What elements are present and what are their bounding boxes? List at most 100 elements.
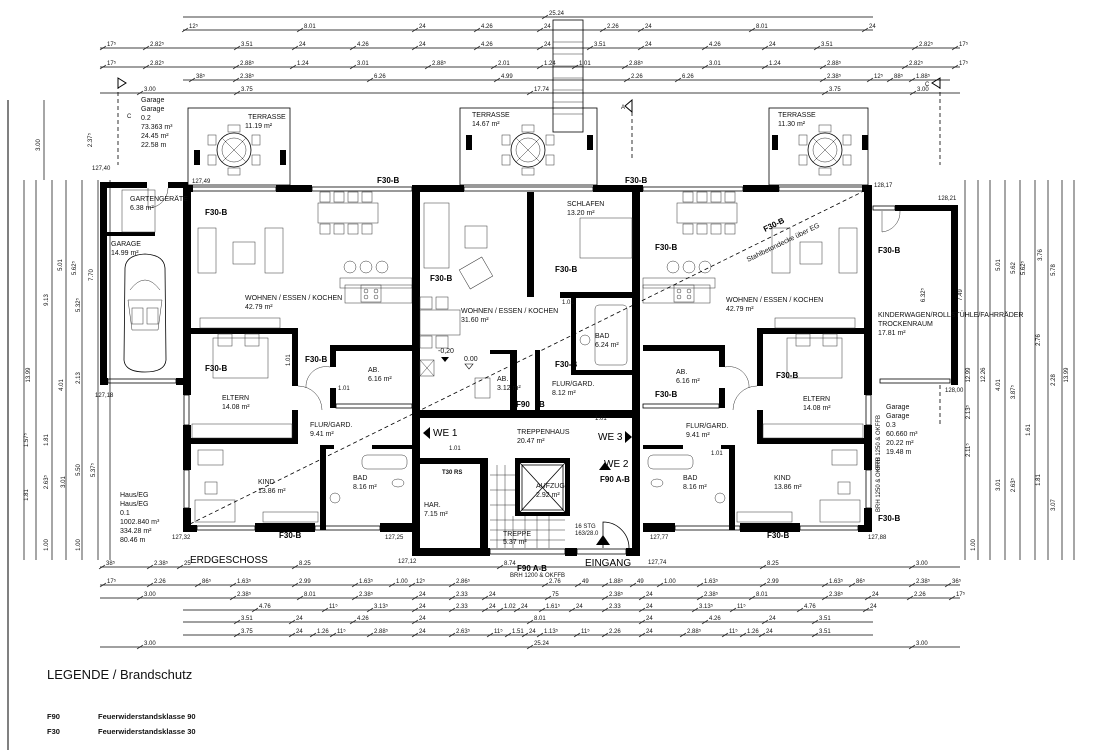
- slab-edge-line: [189, 191, 863, 525]
- dimension-label: 2.38⁵: [237, 591, 252, 598]
- door-width: 1.01: [449, 446, 461, 452]
- dimension-label: 3.00: [917, 87, 929, 93]
- dimension-tick: [98, 564, 106, 570]
- dimension-tick: [99, 582, 107, 588]
- dimension-tick: [638, 607, 646, 613]
- dimension-label: 3.13⁵: [374, 603, 389, 610]
- svg-text:Garage: Garage: [886, 404, 909, 411]
- dimension-label: 2.38⁵: [916, 578, 931, 585]
- dimension-tick: [866, 77, 874, 83]
- terrace-name: TERRASSE: [248, 114, 286, 121]
- dimension-tick: [629, 582, 637, 588]
- legend-desc: Feuerwiderstandsklasse 90: [98, 712, 196, 721]
- fire-label: F30-B: [377, 176, 399, 185]
- fire-label: F30-B: [555, 360, 577, 369]
- svg-text:19.48 m: 19.48 m: [886, 449, 911, 456]
- unit-label-we1: WE 1: [433, 428, 458, 439]
- dimension-label: 24: [489, 592, 496, 598]
- room-area: 2.92 m²: [536, 492, 560, 499]
- dimension-label: 1.00: [396, 579, 408, 585]
- dimension-tick: [288, 619, 296, 625]
- dimension-label: 6.32⁵: [920, 287, 927, 302]
- dimension-label: 2.26: [154, 579, 166, 585]
- entrance-arrow-icon: [596, 535, 610, 545]
- room-name: SCHLAFEN: [567, 201, 604, 208]
- dimension-tick: [366, 77, 374, 83]
- info-block-haus: Haus/EG Haus/EG 0.1 1002.840 m³ 334.28 m…: [120, 492, 160, 544]
- dimension-label: 2.38⁵: [154, 560, 169, 567]
- door-width: 1.01: [562, 300, 574, 306]
- room-area: 14.08 m²: [222, 404, 250, 411]
- dimension-label: 4.99: [501, 74, 513, 80]
- room-area: 14.99 m²: [111, 250, 139, 257]
- dimension-label: 5.01: [58, 259, 64, 271]
- dimension-label: 2.82⁵: [909, 60, 924, 67]
- dimension-label: 1.81: [24, 489, 30, 501]
- room-area: 9.41 m²: [686, 432, 710, 439]
- dimension-tick: [861, 27, 869, 33]
- svg-text:80.46 m: 80.46 m: [120, 537, 145, 544]
- dimension-label: 8.01: [756, 592, 768, 598]
- dimension-label: 2.26: [609, 629, 621, 635]
- level-elevation: 128,17: [874, 183, 893, 189]
- dimension-label: 12⁵: [416, 578, 426, 585]
- dimension-tick: [349, 45, 357, 51]
- dimension-label: 1.57⁵: [23, 432, 30, 447]
- dimension-label: 4.76: [804, 604, 816, 610]
- dimension-label: 5.62: [1011, 262, 1017, 274]
- dimension-tick: [599, 27, 607, 33]
- dimension-label: 36⁵: [952, 578, 962, 585]
- dimension-tick: [951, 45, 959, 51]
- dimension-tick: [176, 564, 184, 570]
- dimension-tick: [351, 595, 359, 601]
- info-block-garage-right: Garage Garage 0.3 60.660 m³ 20.22 m² 19.…: [886, 404, 918, 456]
- dimension-tick: [656, 582, 664, 588]
- dimension-tick: [188, 77, 196, 83]
- dimension-tick: [309, 632, 317, 638]
- dimension-label: 17.74: [534, 87, 550, 93]
- dimension-label: 1.26: [317, 629, 329, 635]
- dimension-label: 8.25: [767, 561, 779, 567]
- dimension-tick: [796, 607, 804, 613]
- dimension-label: 2.33: [609, 604, 621, 610]
- dimension-label: 17⁵: [107, 578, 117, 585]
- room-area: 20.47 m²: [517, 438, 545, 445]
- fire-label: F90 A-B: [600, 475, 630, 484]
- room-area: 6.24 m²: [595, 342, 619, 349]
- unit-arrow-icon: [625, 431, 632, 443]
- dimension-label: 3.00: [916, 641, 928, 647]
- dimension-tick: [621, 64, 629, 70]
- dimension-tick: [291, 582, 299, 588]
- dimension-label: 24: [769, 42, 776, 48]
- section-marker-icon: [931, 77, 941, 89]
- dimension-label: 8.01: [304, 24, 316, 30]
- level-elevation: 127,88: [868, 535, 887, 541]
- room-name: TREPPE: [503, 531, 531, 538]
- car-icon: [123, 253, 167, 373]
- dimension-tick: [424, 64, 432, 70]
- dimension-label: 1.63⁵: [704, 578, 719, 585]
- dimension-label: 3.51: [241, 616, 253, 622]
- dimension-tick: [541, 582, 549, 588]
- dimension-tick: [574, 582, 582, 588]
- dimension-label: 3.07: [1051, 499, 1057, 511]
- dimension-tick: [568, 607, 576, 613]
- dimension-tick: [886, 77, 894, 83]
- dimension-label: 2.38⁵: [704, 591, 719, 598]
- door-width: 1.01: [338, 386, 350, 392]
- dimension-label: 4.26: [709, 42, 721, 48]
- dimension-label: 3.75: [829, 87, 841, 93]
- dimension-tick: [232, 77, 240, 83]
- entrance-label: EINGANG: [585, 558, 631, 569]
- legend-desc: Feuerwiderstandsklasse 30: [98, 727, 196, 736]
- dimension-tick: [544, 595, 552, 601]
- level-mark: 0.00: [464, 356, 478, 363]
- svg-text:73.363 m³: 73.363 m³: [141, 124, 173, 131]
- stair-steps: 16 STG: [575, 524, 596, 530]
- dimension-tick: [388, 582, 396, 588]
- dimension-label: 86⁵: [202, 578, 212, 585]
- dimension-label: 4.26: [357, 616, 369, 622]
- dimension-tick: [759, 582, 767, 588]
- room-area: 13.86 m²: [258, 488, 286, 495]
- room-area: 3.12 m²: [497, 385, 521, 392]
